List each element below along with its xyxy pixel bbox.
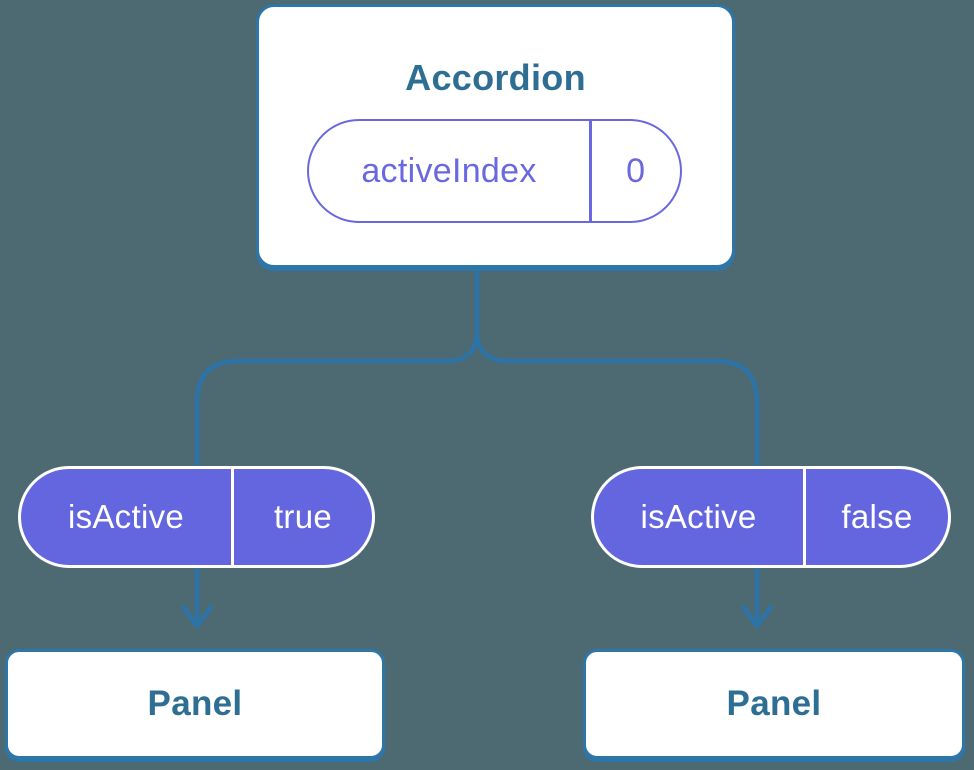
prop-name-label: isActive	[640, 498, 757, 535]
state-pill-activeindex: activeIndex 0	[307, 119, 682, 223]
state-value-label: 0	[626, 151, 646, 190]
prop-value-label: false	[841, 498, 913, 535]
prop-pill-isactive-true: isActive true	[18, 466, 375, 568]
arrow-head-right-icon	[740, 604, 774, 629]
prop-value-label: true	[273, 498, 333, 535]
panel-title: Panel	[147, 684, 243, 723]
panel-title: Panel	[726, 684, 822, 723]
accordion-node: Accordion activeIndex 0	[256, 4, 735, 268]
prop-pill-isactive-false: isActive false	[591, 466, 951, 568]
branch-line-left	[194, 263, 480, 626]
branch-line-right	[474, 328, 760, 626]
arrow-head-left-icon	[180, 604, 214, 629]
state-pill-divider	[589, 121, 592, 221]
panel-node-right: Panel	[583, 649, 965, 759]
prop-pill-divider	[231, 469, 234, 565]
panel-node-left: Panel	[5, 649, 385, 759]
accordion-title: Accordion	[405, 57, 586, 98]
prop-name-label: isActive	[67, 498, 185, 535]
state-name-label: activeIndex	[361, 151, 537, 190]
prop-pill-divider	[803, 469, 806, 565]
